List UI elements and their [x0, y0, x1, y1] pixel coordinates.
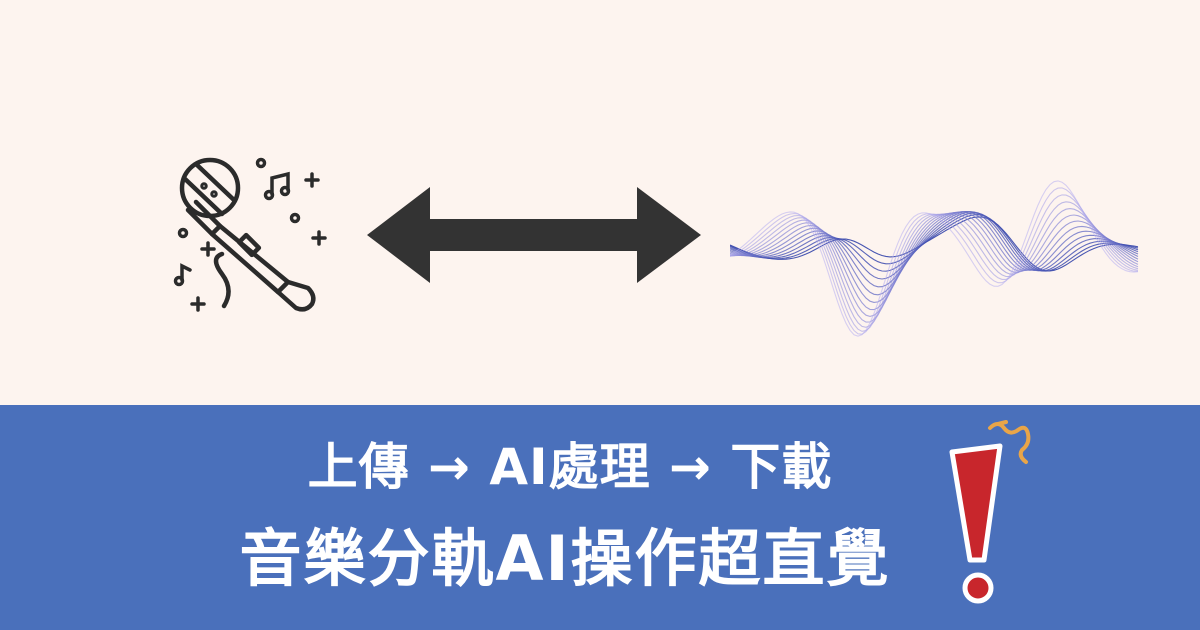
- wave-line: [730, 211, 1139, 303]
- wave-line: [730, 216, 1139, 272]
- wave-line: [730, 214, 1139, 272]
- microphone-icon: [173, 157, 327, 312]
- waveform-icon: [730, 180, 1139, 337]
- wave-line: [730, 210, 1139, 296]
- double-arrow-icon: [367, 187, 701, 283]
- wave-line: [730, 210, 1139, 288]
- banner-line-2: 音樂分軌AI操作超直覺: [239, 522, 891, 595]
- wave-line: [730, 212, 1139, 317]
- wave-line: [730, 187, 1139, 335]
- banner-line-1: 上傳 → AI處理 → 下載: [307, 438, 833, 496]
- exclamation-mark-icon: [949, 420, 1031, 604]
- wave-line: [730, 208, 1139, 323]
- wave-line: [730, 212, 1139, 272]
- wave-line: [730, 212, 1139, 311]
- wave-line: [730, 180, 1139, 337]
- banner-panel: [0, 405, 1200, 630]
- top-panel: [0, 0, 1200, 405]
- wave-line: [730, 211, 1139, 280]
